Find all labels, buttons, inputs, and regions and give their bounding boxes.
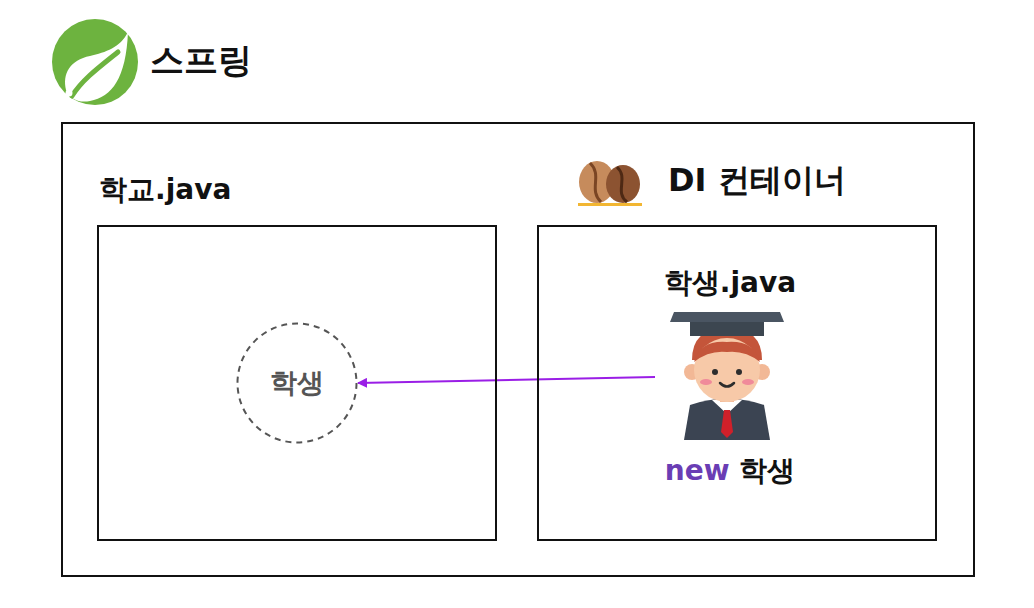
student-smile <box>720 383 734 387</box>
dashed-circle <box>238 324 357 443</box>
icon-underline <box>578 203 642 206</box>
frame-heading: 스프링 <box>150 40 252 81</box>
student-bean: 학생.java new 학생 <box>655 266 805 488</box>
dependency-circle: 학생 <box>236 322 358 444</box>
circle-label: 학생 <box>270 367 324 399</box>
student-blush <box>700 379 712 385</box>
student-blush <box>742 379 754 385</box>
student-face <box>694 338 760 402</box>
cap-board <box>670 312 784 322</box>
bean-crease <box>617 167 627 202</box>
bean-class-name: 학생.java <box>664 266 796 300</box>
bean-crease <box>590 163 601 202</box>
coffee-bean-icon <box>578 161 642 206</box>
class-name: 학생 <box>730 454 796 487</box>
student-tie <box>721 410 733 438</box>
box-heading: DI 컨테이너 <box>668 161 846 199</box>
student-suit <box>684 399 770 441</box>
spring-logo <box>52 19 138 105</box>
dependency-arrow <box>358 377 655 383</box>
logo-circle <box>52 19 138 105</box>
logo-dot <box>66 90 73 97</box>
student-figure <box>670 312 784 440</box>
box-heading: 학교.java <box>99 173 231 207</box>
keyword: new <box>665 454 730 487</box>
student-eye <box>712 369 718 375</box>
bean <box>606 165 640 203</box>
student-eye <box>736 369 742 375</box>
bean-creation: new 학생 <box>665 454 796 488</box>
spring-frame: 학생학교.java학생.javanew 학생DI 컨테이너스프링 <box>61 122 975 577</box>
student-fringe <box>694 342 760 362</box>
container-box: 학생.javanew 학생DI 컨테이너 <box>537 225 937 541</box>
cap-band <box>690 320 764 336</box>
logo-leaf-vein <box>72 52 118 96</box>
logo-leaf <box>65 32 128 102</box>
class-box: 학생학교.java <box>97 225 497 541</box>
